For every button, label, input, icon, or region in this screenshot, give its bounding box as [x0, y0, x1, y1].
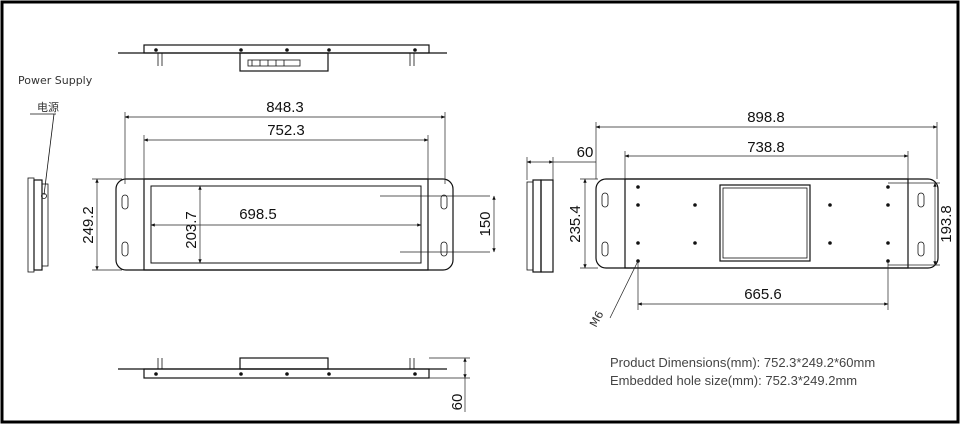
dim-front-hole-spacing: 150	[477, 211, 494, 236]
bottom-view	[118, 357, 470, 379]
dim-front-window-height: 203.7	[183, 211, 200, 249]
note-embedded-hole-size: Embedded hole size(mm): 752.3*249.2mm	[610, 373, 857, 388]
right-side-view	[526, 179, 554, 273]
note-product-dimensions: Product Dimensions(mm): 752.3*249.2*60mm	[610, 355, 875, 370]
dim-side-depth: 60	[577, 144, 594, 161]
power-supply-label-cn: 电源	[37, 100, 59, 114]
front-view	[115, 178, 490, 271]
dim-back-hole-width: 665.6	[744, 286, 782, 303]
dim-front-window-width: 698.5	[239, 206, 277, 223]
power-supply-label: Power Supply	[18, 74, 93, 87]
dim-front-frame-width: 752.3	[267, 122, 305, 139]
dim-bottom-depth: 60	[449, 394, 466, 411]
thread-label: M6	[587, 309, 606, 330]
dim-back-hole-spacing: 193.8	[938, 205, 955, 243]
dim-back-overall-width: 898.8	[747, 109, 785, 126]
dim-back-overall-height: 235.4	[567, 205, 584, 243]
dim-front-overall-width: 848.3	[266, 99, 304, 116]
top-view	[118, 44, 447, 72]
left-side-view	[27, 177, 49, 273]
dim-front-overall-height: 249.2	[80, 206, 97, 244]
dim-back-frame-width: 738.8	[747, 139, 785, 156]
back-view	[595, 178, 940, 269]
